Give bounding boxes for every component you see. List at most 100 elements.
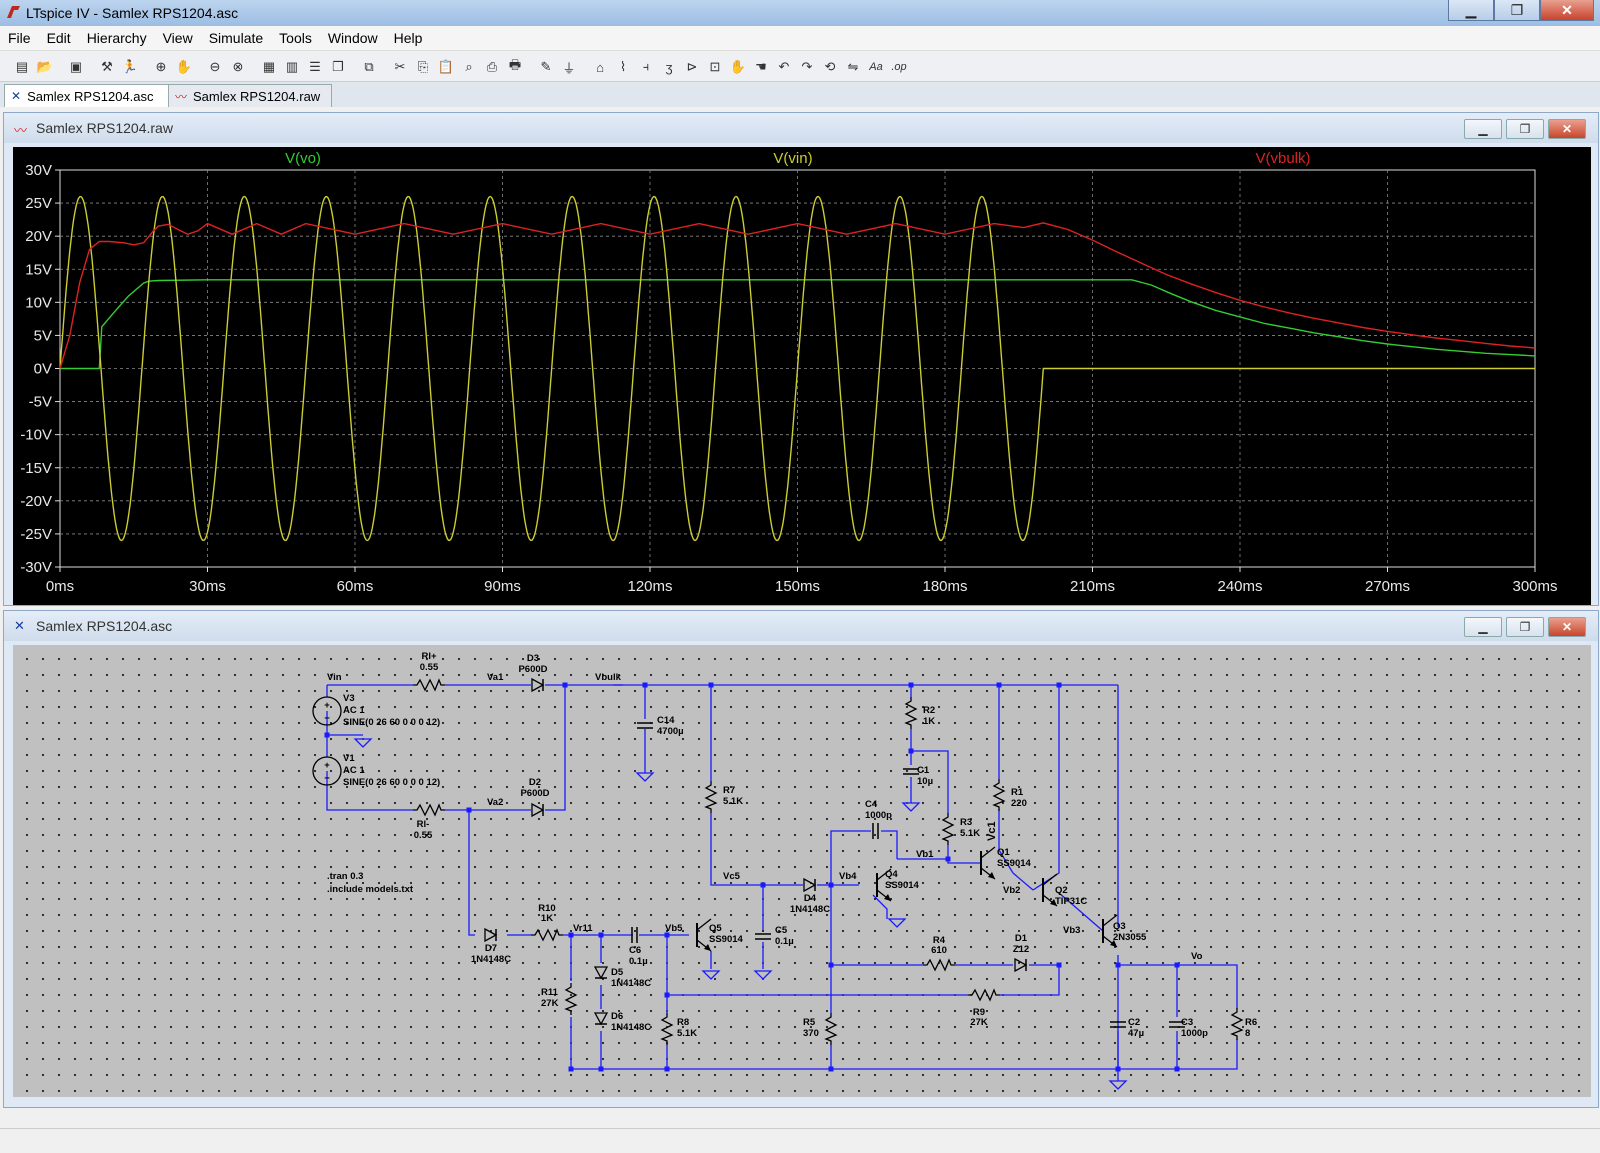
diode-icon[interactable]: ⊳ bbox=[686, 59, 698, 74]
transistor-collector bbox=[1102, 914, 1118, 927]
value-C5: 0.1µ bbox=[775, 936, 794, 947]
value-R1: 220 bbox=[1011, 798, 1027, 809]
ref-Rl+: Rl+ bbox=[421, 651, 437, 662]
transistor-collector bbox=[1042, 873, 1058, 886]
ref-C6: C6 bbox=[629, 945, 641, 956]
y-tick-label: 30V bbox=[25, 162, 52, 179]
control-panel-icon[interactable]: ⚒ bbox=[101, 59, 113, 74]
transistor-collector bbox=[980, 846, 996, 859]
tab-waveform-label: Samlex RPS1204.raw bbox=[193, 88, 321, 104]
redo-icon[interactable]: ↷ bbox=[801, 59, 813, 74]
menu-view[interactable]: View bbox=[162, 30, 193, 46]
status-bar bbox=[0, 1128, 1600, 1153]
mirror-icon[interactable]: ⇋ bbox=[847, 59, 859, 74]
value-R7: 5.1K bbox=[723, 796, 743, 807]
schematic-minimize-button[interactable]: ▁ bbox=[1464, 617, 1502, 637]
y-tick-label: 20V bbox=[25, 228, 52, 245]
junction-dot bbox=[562, 682, 568, 688]
ground-symbol bbox=[887, 918, 907, 928]
mark-icon[interactable]: ▥ bbox=[285, 59, 299, 74]
rotate-icon[interactable]: ⟲ bbox=[824, 59, 836, 74]
save-icon[interactable]: ▣ bbox=[69, 59, 83, 74]
value-C1: 10µ bbox=[917, 776, 933, 787]
capacitor-icon[interactable]: ⫞ bbox=[642, 59, 650, 74]
print-setup-icon[interactable]: ⎙ bbox=[486, 59, 498, 74]
value-C6: 0.1µ bbox=[629, 956, 648, 967]
close-all-icon[interactable]: ⧉ bbox=[364, 59, 374, 74]
waveform-close-button[interactable]: ✕ bbox=[1548, 119, 1586, 139]
value-Q4: SS9014 bbox=[885, 880, 920, 891]
wire bbox=[545, 685, 566, 811]
zoom-out-icon[interactable]: ⊖ bbox=[209, 59, 221, 74]
cut-icon[interactable]: ✂ bbox=[394, 59, 406, 74]
junction-dot bbox=[1174, 1066, 1180, 1072]
menu-hierarchy[interactable]: Hierarchy bbox=[86, 30, 147, 46]
waveform-maximize-button[interactable]: ❐ bbox=[1506, 119, 1544, 139]
junction-dot bbox=[1174, 962, 1180, 968]
minimize-button[interactable]: ▁ bbox=[1448, 0, 1494, 21]
value-C4: 1000p bbox=[865, 810, 892, 821]
ground-icon[interactable]: ⏚ bbox=[562, 60, 576, 76]
wire bbox=[998, 849, 1014, 874]
new-schematic-icon[interactable]: ▤ bbox=[15, 59, 29, 74]
menu-tools[interactable]: Tools bbox=[279, 30, 312, 46]
autorange-icon[interactable]: ▦ bbox=[262, 59, 276, 74]
y-tick-label: 25V bbox=[25, 195, 52, 212]
menu-file[interactable]: File bbox=[8, 30, 31, 46]
menu-help[interactable]: Help bbox=[393, 30, 423, 46]
trace-vvo bbox=[60, 279, 1536, 370]
label-net-icon[interactable]: ⌂ bbox=[596, 59, 604, 75]
move-icon[interactable]: ✋ bbox=[729, 59, 747, 74]
trace-vvbulk bbox=[59, 222, 1536, 369]
maximize-button[interactable]: ❐ bbox=[1494, 0, 1540, 21]
net-label-vr11: Vr11 bbox=[573, 923, 593, 934]
zoom-fit-icon[interactable]: ⊗ bbox=[232, 59, 244, 74]
transistor-arrow bbox=[1050, 899, 1057, 906]
find-icon[interactable]: ⌕ bbox=[465, 59, 473, 74]
text-icon[interactable]: Aa bbox=[869, 61, 883, 73]
waveform-minimize-button[interactable]: ▁ bbox=[1464, 119, 1502, 139]
open-icon[interactable]: 📂 bbox=[36, 59, 54, 74]
undo-icon[interactable]: ↶ bbox=[778, 59, 790, 74]
wire bbox=[1032, 685, 1060, 891]
component-icon[interactable]: ⊡ bbox=[709, 59, 721, 74]
tile-icon[interactable]: ☰ bbox=[309, 59, 321, 74]
tab-schematic[interactable]: ✕ Samlex RPS1204.asc bbox=[4, 84, 174, 107]
cascade-icon[interactable]: ❐ bbox=[332, 59, 344, 74]
resistor-R4 bbox=[923, 958, 955, 972]
waveform-window-title: Samlex RPS1204.raw bbox=[36, 120, 173, 136]
ref-Q5: Q5 bbox=[709, 923, 722, 934]
ground-symbol bbox=[635, 772, 655, 782]
value-D5: 1N4148C bbox=[611, 978, 651, 989]
x-tick-label: 90ms bbox=[484, 578, 521, 595]
schematic-maximize-button[interactable]: ❐ bbox=[1506, 617, 1544, 637]
inductor-icon[interactable]: ʒ bbox=[665, 59, 673, 75]
draw-wire-icon[interactable]: ✎ bbox=[540, 59, 552, 74]
menu-edit[interactable]: Edit bbox=[46, 30, 71, 46]
resistor-R2 bbox=[904, 697, 918, 729]
resistor-icon[interactable]: ⌇ bbox=[619, 59, 627, 74]
spice-directive-icon[interactable]: .op bbox=[891, 61, 907, 73]
paste-icon[interactable]: 📋 bbox=[437, 59, 455, 74]
net-label-vb3: Vb3 bbox=[1063, 925, 1080, 936]
junction-dot bbox=[1115, 1066, 1121, 1072]
value-C3: 1000p bbox=[1181, 1028, 1208, 1039]
menu-simulate[interactable]: Simulate bbox=[208, 30, 264, 46]
print-icon[interactable]: 🖶 bbox=[508, 57, 522, 72]
diode-D1 bbox=[1014, 957, 1028, 973]
tab-waveform[interactable]: 〰 Samlex RPS1204.raw bbox=[168, 84, 332, 107]
run-icon[interactable]: 🏃 bbox=[121, 59, 139, 74]
zoom-in-icon[interactable]: ⊕ bbox=[155, 59, 167, 74]
close-button[interactable]: ✕ bbox=[1540, 0, 1594, 21]
drag-icon[interactable]: ☚ bbox=[755, 59, 767, 74]
x-tick-label: 30ms bbox=[189, 578, 226, 595]
copy-icon[interactable]: ⎘ bbox=[417, 59, 429, 74]
menu-window[interactable]: Window bbox=[327, 30, 378, 46]
pan-icon[interactable]: ✋ bbox=[175, 59, 193, 74]
schematic-close-button[interactable]: ✕ bbox=[1548, 617, 1586, 637]
